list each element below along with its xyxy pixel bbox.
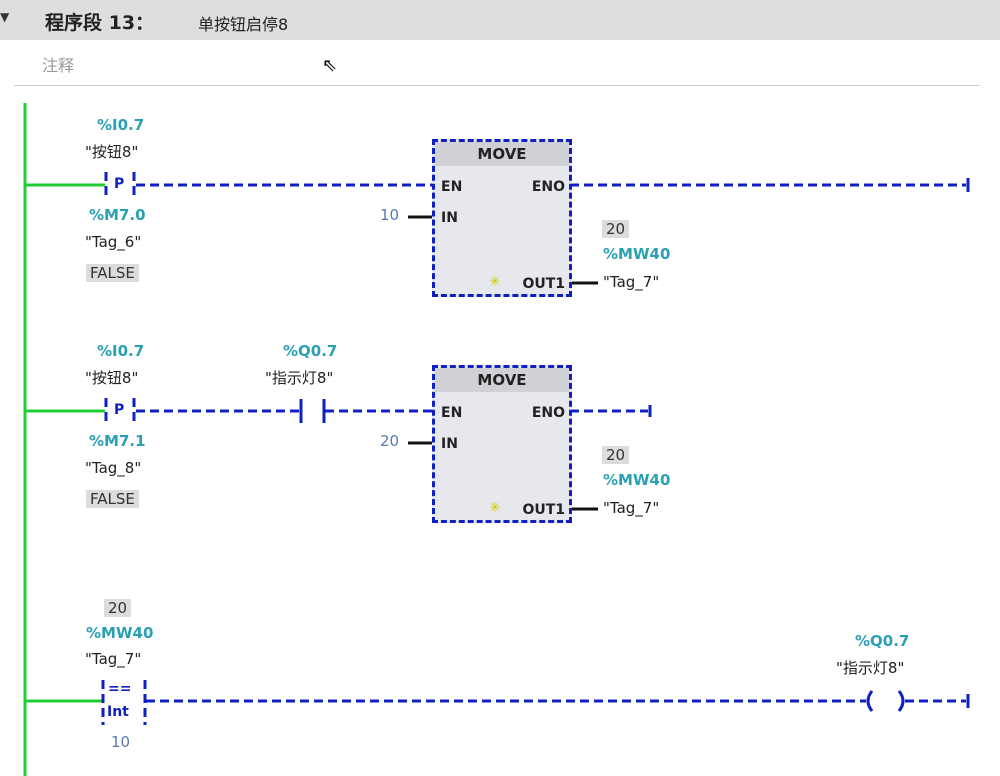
mouse-cursor-icon: ⇖: [322, 55, 338, 76]
compare-value: 20: [104, 599, 132, 617]
compare-tag[interactable]: "Tag_7": [85, 650, 142, 668]
out-tag[interactable]: "Tag_7": [603, 273, 660, 291]
contact-address: %I0.7: [97, 116, 145, 134]
coil-left: [866, 690, 874, 712]
edge-memory-value: FALSE: [86, 490, 139, 508]
out-value: 20: [602, 446, 630, 464]
collapse-triangle-icon[interactable]: ▼: [0, 10, 10, 24]
p-contact[interactable]: P: [114, 176, 125, 192]
contact-tag: "按钮8": [85, 369, 139, 387]
out-value: 20: [602, 220, 630, 238]
compare-type[interactable]: Int: [107, 704, 129, 720]
in-value[interactable]: 10: [380, 206, 400, 224]
pin-eno: ENO: [531, 179, 565, 195]
edge-memory-tag: "Tag_6": [85, 233, 142, 251]
block-name: MOVE: [435, 142, 569, 166]
out-tag[interactable]: "Tag_7": [603, 499, 660, 517]
network-header[interactable]: [0, 0, 1000, 40]
pin-out1: OUT1: [522, 502, 565, 518]
network-title: 程序段 13：: [45, 12, 155, 34]
no-contact-address: %Q0.7: [283, 342, 338, 360]
coil-right: [897, 690, 905, 712]
pin-in: IN: [441, 436, 458, 452]
pin-out1: OUT1: [522, 276, 565, 292]
compare-constant[interactable]: 10: [111, 733, 131, 751]
out-address: %MW40: [603, 245, 671, 263]
p-contact[interactable]: P: [114, 402, 125, 418]
block-name: MOVE: [435, 368, 569, 392]
pin-eno: ENO: [531, 405, 565, 421]
pin-in: IN: [441, 210, 458, 226]
sparkle-icon: ✳: [489, 274, 501, 290]
edge-memory-address: %M7.1: [89, 432, 146, 450]
coil-address: %Q0.7: [855, 632, 910, 650]
contact-address: %I0.7: [97, 342, 145, 360]
network-comment[interactable]: 注释: [42, 56, 75, 75]
divider: [14, 85, 980, 86]
no-contact-tag[interactable]: "指示灯8": [265, 369, 334, 387]
contact-tag: "按钮8": [85, 143, 139, 161]
compare-operator[interactable]: ==: [108, 681, 132, 697]
coil-tag[interactable]: "指示灯8": [836, 659, 905, 677]
move-block[interactable]: MOVE EN IN ENO ✳ OUT1: [432, 139, 572, 297]
pin-en: EN: [441, 405, 463, 421]
pin-en: EN: [441, 179, 463, 195]
network-name[interactable]: 单按钮启停8: [198, 15, 289, 34]
move-block[interactable]: MOVE EN IN ENO ✳ OUT1: [432, 365, 572, 523]
sparkle-icon: ✳: [489, 500, 501, 516]
compare-address: %MW40: [86, 624, 154, 642]
in-value[interactable]: 20: [380, 432, 400, 450]
edge-memory-address: %M7.0: [89, 206, 146, 224]
edge-memory-value: FALSE: [86, 264, 139, 282]
out-address: %MW40: [603, 471, 671, 489]
edge-memory-tag: "Tag_8": [85, 459, 142, 477]
